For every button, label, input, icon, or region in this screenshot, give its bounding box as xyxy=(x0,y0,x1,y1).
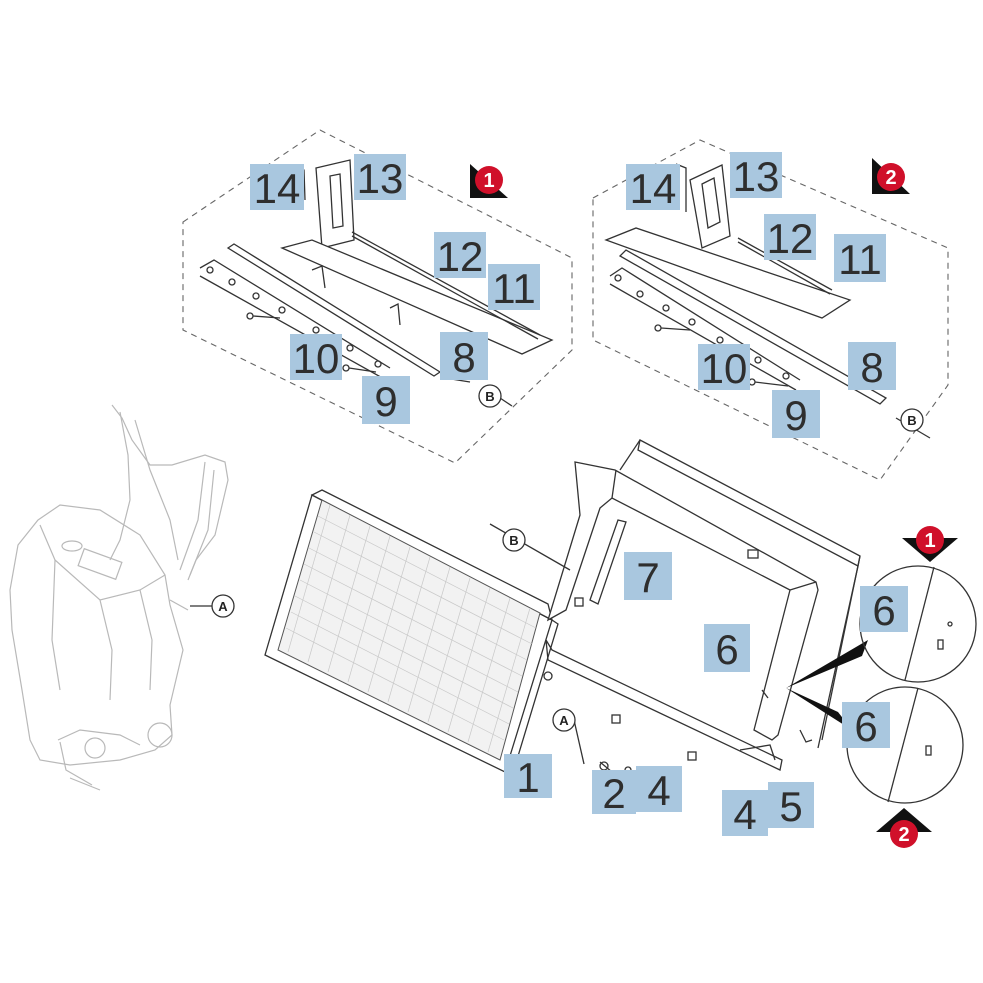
callout-12-text: 12 xyxy=(437,233,484,280)
callout-13-text: 13 xyxy=(733,153,780,200)
marker-b-label: B xyxy=(907,413,916,428)
badge-zoom-1: 1 xyxy=(902,526,958,562)
callout-7-text: 7 xyxy=(636,554,659,601)
detail-2-callout-13: 13 xyxy=(730,152,782,200)
callout-13-text: 13 xyxy=(357,155,404,202)
callout-10-text: 10 xyxy=(293,335,340,382)
callout-4-a: 4 xyxy=(636,766,682,814)
marker-a-frame: A xyxy=(552,708,576,732)
callout-9-text: 9 xyxy=(374,378,397,425)
callout-6-text: 6 xyxy=(715,626,738,673)
callout-9-text: 9 xyxy=(784,392,807,439)
badge-detail-1-top: 1 xyxy=(470,164,508,198)
callout-6-zoom-2: 6 xyxy=(842,702,890,750)
badge-3-label: 1 xyxy=(924,530,935,552)
callout-5-text: 5 xyxy=(779,783,802,830)
marker-b-label: B xyxy=(485,389,494,404)
detail-2-callout-12: 12 xyxy=(764,214,816,262)
detail-1-callout-13: 13 xyxy=(354,154,406,202)
frame-assembly xyxy=(543,439,861,774)
callout-1-text: 1 xyxy=(516,754,539,801)
callout-8-text: 8 xyxy=(860,344,883,391)
callout-5: 5 xyxy=(768,782,814,830)
detail-1-callout-14: 14 xyxy=(250,164,304,212)
callout-14-text: 14 xyxy=(630,165,677,212)
detail-2-callout-10: 10 xyxy=(698,344,750,392)
detail-2-callout-11: 11 xyxy=(834,234,886,283)
callout-10-text: 10 xyxy=(701,345,748,392)
callout-6-text: 6 xyxy=(872,587,895,634)
callout-8-text: 8 xyxy=(452,334,475,381)
badge-1-label: 1 xyxy=(483,170,494,192)
badge-2-label: 2 xyxy=(885,167,896,189)
leader-lines xyxy=(190,523,868,765)
marker-a-label: A xyxy=(559,713,569,728)
callout-2-text: 2 xyxy=(602,770,625,817)
callout-4-b: 4 xyxy=(722,790,768,838)
callout-6-frame: 6 xyxy=(704,624,750,673)
detail-1-callout-9: 9 xyxy=(362,376,410,425)
detail-1-callout-10: 10 xyxy=(290,334,342,382)
detail-1-callout-12: 12 xyxy=(434,232,486,280)
marker-a-label: A xyxy=(218,599,228,614)
marker-b-detail-2: B xyxy=(900,408,924,432)
marker-b-detail-1: B xyxy=(478,384,502,408)
detail-1-callout-8: 8 xyxy=(440,332,488,381)
callout-11-text: 11 xyxy=(492,265,536,312)
callout-4-text: 4 xyxy=(647,767,670,814)
callout-14-text: 14 xyxy=(254,165,301,212)
detail-box-2 xyxy=(592,139,949,481)
detail-2-callout-9: 9 xyxy=(772,390,820,439)
marker-b-filter: B xyxy=(502,528,526,552)
detail-2-callout-14: 14 xyxy=(626,164,680,212)
machine-body-outline xyxy=(9,404,229,791)
callout-4-text: 4 xyxy=(733,791,756,838)
callout-2: 2 xyxy=(592,770,636,817)
filter-panel xyxy=(264,489,559,777)
callout-6-text: 6 xyxy=(854,703,877,750)
detail-1-callout-11: 11 xyxy=(488,264,540,312)
marker-a-body: A xyxy=(211,594,235,618)
badge-4-label: 2 xyxy=(898,824,909,846)
callout-7: 7 xyxy=(624,552,672,601)
detail-2-callout-8: 8 xyxy=(848,342,896,391)
badge-detail-2-top: 2 xyxy=(872,158,910,194)
badge-zoom-2: 2 xyxy=(876,808,932,848)
callout-6-zoom-1: 6 xyxy=(860,586,908,634)
callout-12-text: 12 xyxy=(767,215,814,262)
callout-1: 1 xyxy=(504,754,552,801)
marker-b-label: B xyxy=(509,533,518,548)
callout-11-text: 11 xyxy=(838,236,882,283)
